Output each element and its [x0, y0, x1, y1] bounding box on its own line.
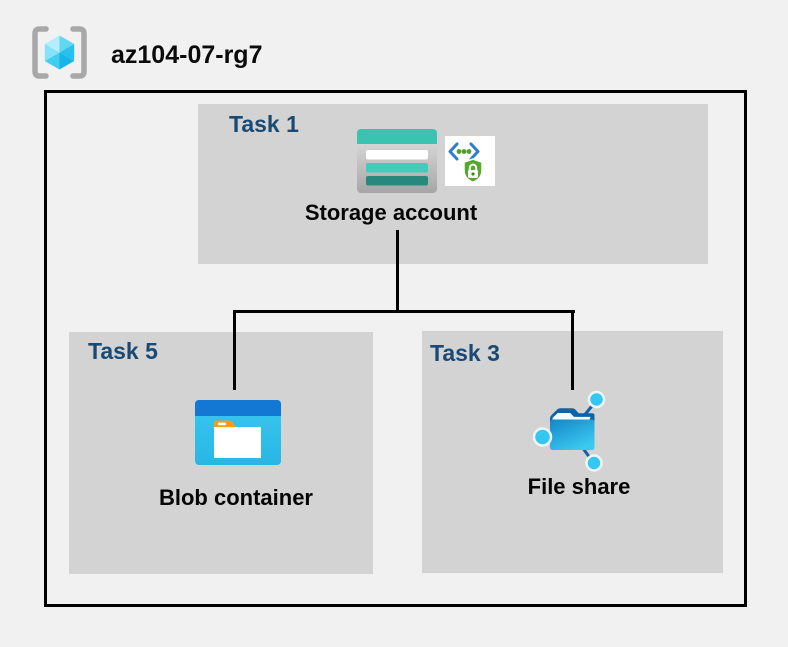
file-share-icon	[533, 390, 606, 472]
group-task5-label: Task 5	[88, 338, 158, 364]
connector-branch-horizontal	[233, 310, 575, 313]
group-box-task3: Task 3 File share	[422, 331, 723, 573]
resource-group-icon	[32, 26, 87, 79]
resource-group-boundary	[44, 90, 747, 607]
connector-to-blob-container	[233, 310, 236, 390]
connector-storage-stem	[396, 230, 399, 313]
connector-to-file-share	[571, 310, 574, 390]
group-task1-label: Task 1	[229, 111, 299, 137]
resource-group-name: az104-07-rg7	[111, 41, 263, 69]
blob-container-icon	[195, 400, 281, 465]
group-box-task5: Task 5 Blob container	[69, 332, 373, 574]
secured-api-icon	[445, 136, 495, 186]
group-box-task1: Task 1 Storage acc	[198, 104, 708, 264]
storage-account-label: Storage account	[304, 200, 478, 225]
blob-container-label: Blob container	[158, 485, 313, 510]
group-task3-label: Task 3	[430, 340, 500, 366]
file-share-label: File share	[527, 474, 631, 499]
storage-account-icon	[357, 129, 437, 193]
